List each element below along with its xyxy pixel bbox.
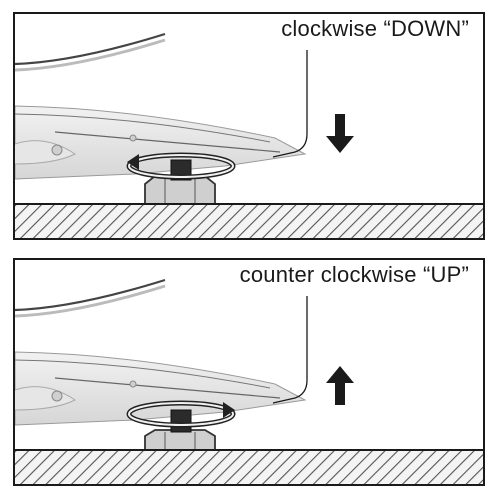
panel-counter-clockwise-up: counter clockwise “UP” bbox=[13, 258, 485, 486]
screw-detail bbox=[51, 144, 63, 156]
appliance-leveling-illustration bbox=[15, 32, 483, 238]
rotation-arrow-highlight bbox=[128, 154, 234, 178]
screw-detail bbox=[129, 134, 137, 142]
caption-up: counter clockwise “UP” bbox=[239, 262, 469, 287]
caption-down: clockwise “DOWN” bbox=[281, 16, 469, 41]
leader-line bbox=[272, 296, 308, 404]
floor bbox=[15, 204, 483, 238]
appliance-curve-shadow bbox=[15, 38, 166, 72]
screw-detail bbox=[129, 380, 137, 388]
leveling-foot-base bbox=[144, 429, 216, 451]
appliance-seam bbox=[54, 377, 281, 399]
appliance-leveling-illustration bbox=[15, 278, 483, 484]
arrow-up-icon bbox=[326, 366, 354, 405]
screw-detail bbox=[51, 390, 63, 402]
leader-line bbox=[272, 50, 308, 158]
rotation-arrowhead bbox=[223, 402, 235, 418]
appliance-curve bbox=[15, 32, 166, 66]
appliance-curve bbox=[15, 278, 166, 312]
rotation-arrowhead bbox=[127, 154, 139, 170]
panel-clockwise-down: clockwise “DOWN” bbox=[13, 12, 485, 240]
leveling-foot-stem bbox=[170, 409, 192, 433]
appliance-curve-shadow bbox=[15, 284, 166, 318]
arrow-down-icon bbox=[326, 114, 354, 153]
appliance-seam bbox=[54, 131, 281, 153]
appliance-base bbox=[15, 351, 307, 426]
appliance-edge-line bbox=[15, 359, 271, 389]
rotation-arrow-highlight bbox=[128, 402, 234, 426]
floor bbox=[15, 450, 483, 484]
appliance-base bbox=[15, 105, 307, 180]
appliance-edge-line bbox=[15, 113, 271, 143]
